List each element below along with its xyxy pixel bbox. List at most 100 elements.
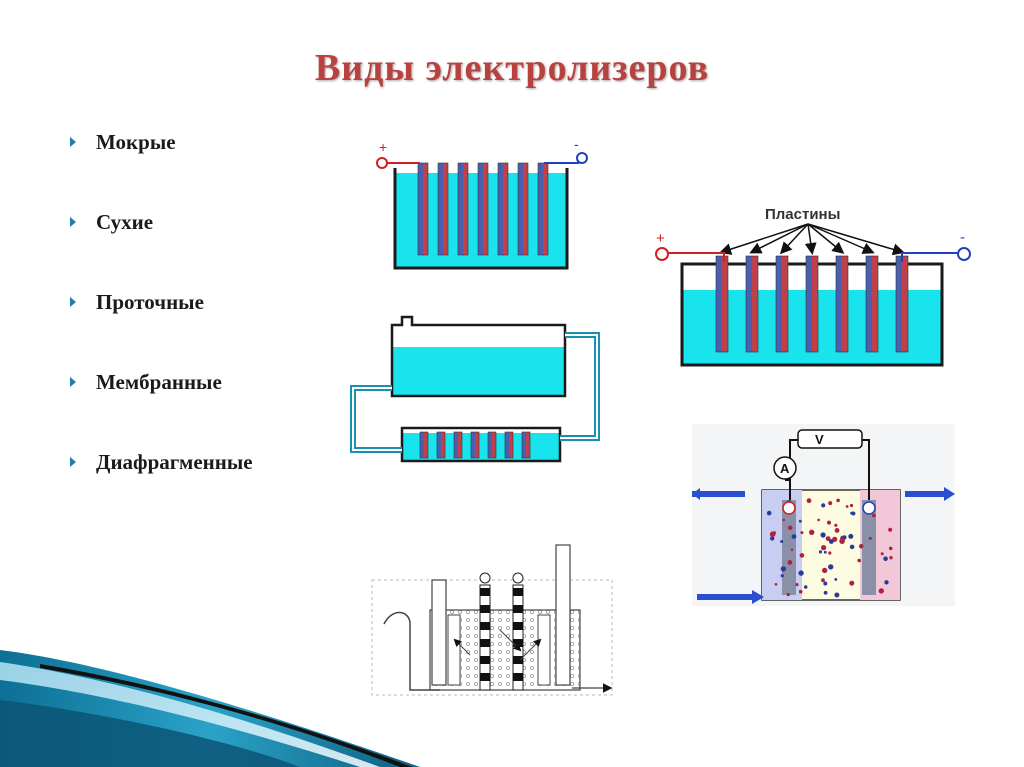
ion-particle	[850, 511, 854, 515]
pointer-arrow	[749, 223, 809, 254]
ion-particle	[888, 546, 893, 551]
plates-cell-plates	[715, 255, 909, 353]
electrode-segment	[513, 673, 523, 681]
ammeter-symbol: A	[780, 461, 790, 476]
terminal-icon	[512, 572, 524, 584]
electrode-plate	[487, 431, 497, 459]
wet-cell-plates	[417, 162, 549, 256]
electrode-plate	[436, 431, 446, 459]
electrode-plate	[457, 162, 469, 256]
ion-particle	[827, 520, 831, 525]
ion-particle	[834, 523, 838, 527]
ion-particle	[791, 534, 797, 539]
electrode-plate	[417, 162, 429, 256]
minus-label: -	[960, 229, 965, 246]
electrode-segment	[480, 673, 490, 681]
bullet-text: Диафрагменные	[96, 450, 253, 474]
triangle-bullet-icon	[70, 137, 76, 148]
voltage-symbol: V	[815, 432, 824, 447]
electrode-segment	[513, 588, 523, 596]
electrode-plate	[895, 255, 909, 353]
ion-particle	[818, 550, 823, 554]
ion-particle	[823, 550, 827, 554]
ion-particle	[780, 574, 784, 578]
electrode-plate	[453, 431, 463, 459]
electrode-plate	[521, 431, 531, 459]
diaphragm-electrode	[512, 572, 524, 691]
ion-particle	[884, 580, 889, 585]
ion-particle	[859, 544, 864, 549]
ion-particle	[809, 529, 815, 535]
diaphragm-electrode	[479, 572, 491, 691]
electrode-segment	[513, 605, 523, 613]
pointer-arrow	[804, 223, 817, 255]
electrode-plate	[497, 162, 509, 256]
electrode-segment	[513, 639, 523, 647]
ion-particle	[834, 578, 838, 581]
ion-particle	[828, 551, 832, 555]
decorative-wave	[0, 650, 420, 767]
diaphragm-cell-diagram	[371, 544, 613, 696]
membrane-cell-diagram: V A	[692, 424, 955, 606]
electrode-segment	[513, 622, 523, 630]
ion-particle	[868, 536, 872, 540]
ion-particle	[883, 556, 888, 561]
ion-particle	[834, 592, 840, 598]
pointer-arrow	[807, 223, 845, 254]
bullet-item: Мембранные	[70, 370, 222, 395]
plus-label: +	[656, 230, 665, 247]
electrode-plate	[437, 162, 449, 256]
bullet-item: Мокрые	[70, 130, 176, 155]
electrode-segment	[480, 656, 490, 664]
ion-particle	[857, 558, 861, 563]
diaphragm-electrodes	[479, 572, 524, 691]
ion-particle	[803, 585, 808, 589]
ion-particle	[806, 498, 812, 504]
cathode-minus-icon	[862, 501, 876, 515]
ion-particle	[786, 593, 790, 597]
electrode-plate	[419, 431, 429, 459]
ion-particle	[842, 535, 847, 540]
terminal-icon	[479, 572, 491, 584]
ion-particle	[836, 498, 840, 503]
triangle-bullet-icon	[70, 217, 76, 228]
ion-particles	[766, 498, 893, 598]
triangle-bullet-icon	[70, 377, 76, 388]
plus-label: +	[379, 139, 387, 155]
electrode-segment	[513, 656, 523, 664]
ion-particle	[848, 533, 854, 539]
electrode-plate	[745, 255, 759, 353]
bullet-text: Сухие	[96, 210, 154, 234]
ion-particle	[888, 527, 893, 532]
ion-particle	[790, 548, 794, 551]
ion-particle	[787, 560, 793, 565]
ion-particle	[849, 503, 854, 508]
ion-particle	[800, 531, 804, 535]
electrode-plate	[477, 162, 489, 256]
ion-particle	[834, 528, 840, 533]
minus-label: -	[574, 136, 579, 152]
electrode-plate	[537, 162, 549, 256]
plates-pointer-arrows	[719, 223, 905, 256]
ion-particle	[799, 553, 805, 558]
ion-particle	[849, 580, 855, 586]
bullet-text: Мокрые	[96, 130, 176, 154]
ion-particle	[849, 544, 855, 550]
negative-terminal-icon	[957, 247, 971, 261]
ion-particle	[828, 564, 834, 570]
ion-particle	[872, 513, 876, 518]
electrode-plate	[470, 431, 480, 459]
ion-particle	[780, 566, 787, 572]
ion-particle	[766, 510, 772, 516]
bullet-item: Диафрагменные	[70, 450, 253, 475]
bullet-item: Проточные	[70, 290, 204, 315]
ion-particle	[821, 578, 825, 583]
positive-terminal-icon	[376, 157, 388, 169]
pointer-arrow	[807, 223, 875, 254]
triangle-bullet-icon	[70, 457, 76, 468]
ion-particle	[798, 519, 802, 523]
ion-particle	[820, 532, 826, 538]
triangle-bullet-icon	[70, 297, 76, 308]
flow-cell-plates	[419, 431, 531, 459]
ion-particle	[798, 589, 803, 594]
